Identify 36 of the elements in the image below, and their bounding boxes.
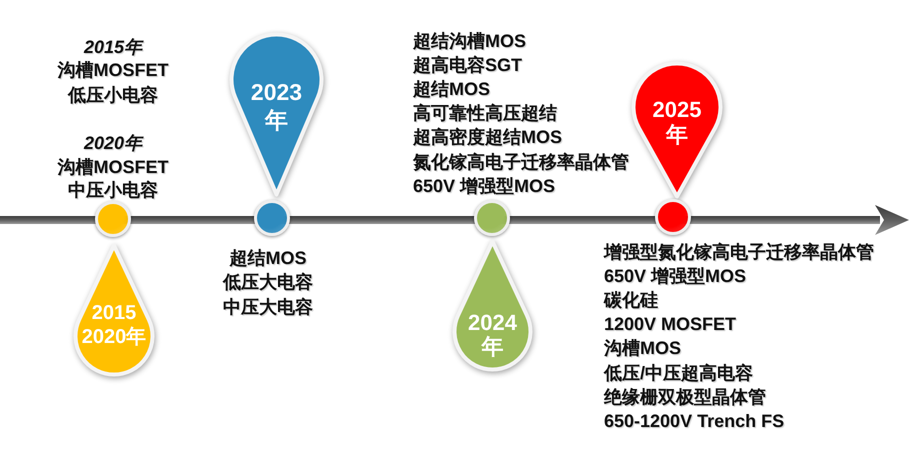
milestone-item: 中压大电容 — [223, 296, 313, 318]
milestone-item: 沟槽MOS — [604, 337, 682, 360]
milestone-item: 1200V MOSFET — [604, 313, 736, 336]
location-pin-marker — [229, 32, 324, 197]
timeline-dot — [95, 201, 131, 237]
milestone-item: 中压小电容 — [68, 179, 158, 201]
location-pin-marker — [631, 61, 723, 199]
year-label: 2015 2020年 — [80, 301, 148, 349]
milestone-item: 增强型氮化镓高电子迁移率晶体管 — [604, 241, 874, 263]
milestone-item: 650V 增强型MOS — [604, 265, 746, 288]
milestone-item: 超高电容SGT — [413, 54, 522, 76]
year-label: 2025年 — [652, 97, 702, 147]
timeline-dot — [474, 200, 510, 236]
milestone-item: 超高密度超结MOS — [413, 126, 562, 148]
milestone-item: 氮化镓高电子迁移率晶体管 — [413, 150, 629, 172]
milestone-item: 低压大电容 — [223, 271, 313, 293]
milestone-item: 低压/中压超高电容 — [604, 362, 754, 384]
milestone-item: 650-1200V Trench FS — [604, 410, 784, 432]
milestone-item: 碳化硅 — [604, 289, 658, 312]
timeline-dot — [254, 200, 290, 236]
milestone-item: 超结MOS — [230, 247, 306, 269]
milestone-item: 超结MOS — [413, 78, 490, 100]
year-label: 2024年 — [467, 311, 518, 359]
milestone-item: 沟槽MOSFET — [58, 59, 168, 81]
year-label: 2023年 — [250, 78, 304, 134]
milestone-item: 绝缘栅双极型晶体管 — [604, 386, 766, 408]
year-heading: 2020年 — [84, 132, 142, 154]
milestone-item: 沟槽MOSFET — [58, 156, 168, 178]
milestone-item: 低压小电容 — [68, 84, 158, 106]
milestone-item: 超结沟槽MOS — [413, 30, 526, 52]
milestone-item: 高可靠性高压超结 — [413, 102, 557, 124]
milestone-item: 650V 增强型MOS — [413, 174, 556, 197]
teardrop-marker — [452, 239, 533, 372]
timeline-dot — [655, 199, 691, 235]
teardrop-marker — [73, 243, 155, 377]
year-heading: 2015年 — [84, 36, 142, 58]
